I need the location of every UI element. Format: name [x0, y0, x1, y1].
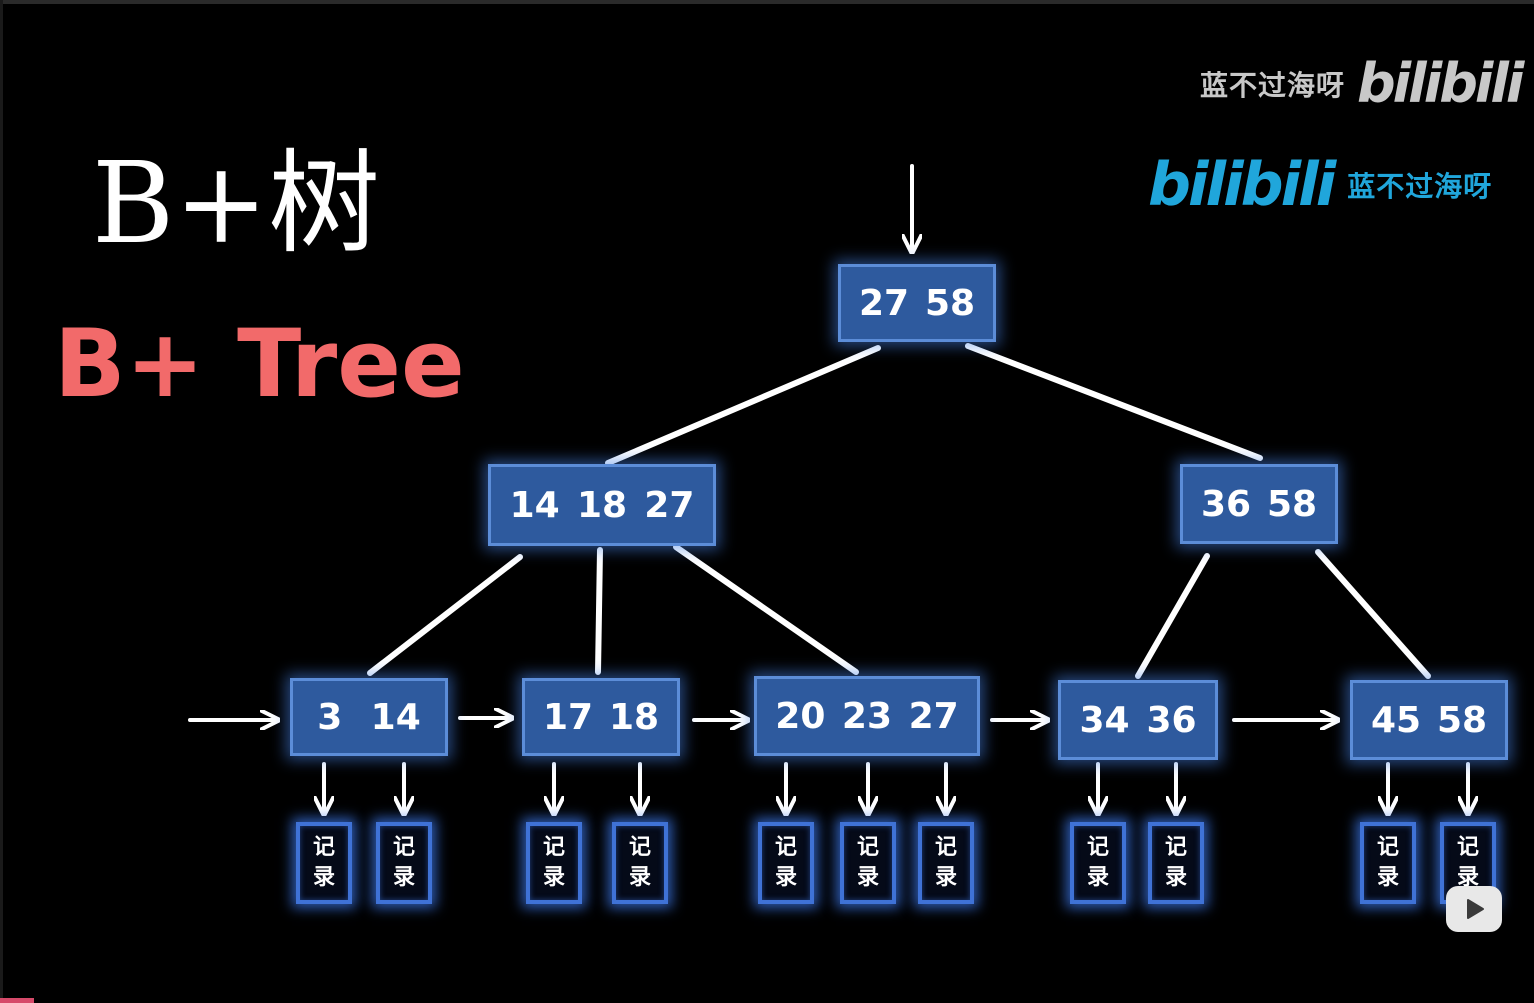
record-label-char: 录 [1164, 865, 1187, 890]
leaf-node-0-key: 14 [370, 696, 421, 738]
edge-root-internal-1 [965, 343, 1263, 461]
leaf-node-2: 20 23 27 [754, 676, 980, 756]
watermark-top: 蓝不过海呀 bilibili [1200, 52, 1524, 115]
title-english: B+ Tree [54, 310, 465, 419]
leaf-node-3-key: 34 [1079, 699, 1130, 741]
record-label-char: 记 [934, 835, 957, 860]
internal-node-1-key: 36 [1200, 483, 1252, 525]
record-label-char: 录 [1086, 865, 1109, 890]
leaf-node-2-key: 23 [841, 695, 893, 737]
record-label-char: 录 [934, 865, 957, 890]
leaf-node-4-key: 58 [1436, 699, 1488, 741]
record-label-char: 记 [774, 835, 797, 860]
record-label-char: 录 [1456, 865, 1479, 890]
leaf-node-3: 34 36 [1058, 680, 1218, 760]
root-node-key: 58 [924, 282, 976, 324]
internal-node-0-key: 27 [644, 484, 695, 526]
watermark-blue-text: 蓝不过海呀 [1347, 170, 1493, 203]
record-label-char: 录 [774, 865, 797, 890]
edge-root-internal-0 [605, 345, 881, 466]
internal-node-0-key: 18 [576, 484, 628, 526]
leaf-node-1-key: 17 [542, 696, 594, 738]
record-box: 记录 [1070, 822, 1126, 904]
play-button[interactable] [1446, 886, 1502, 932]
record-box: 记录 [526, 822, 582, 904]
record-label-char: 记 [312, 835, 335, 860]
title-chinese: B+树 [92, 139, 381, 269]
record-label-char: 记 [392, 835, 415, 860]
leaf-node-4: 45 58 [1350, 680, 1508, 760]
record-label-char: 记 [1456, 835, 1479, 860]
record-label-char: 录 [542, 865, 565, 890]
edge-internal-1-leaf-4 [1315, 549, 1431, 679]
record-label-char: 录 [392, 865, 415, 890]
top-frame-bar [0, 0, 1534, 4]
left-frame-bar [0, 0, 3, 1003]
bilibili-logo-blue: bilibili [1148, 150, 1336, 220]
edge-internal-0-leaf-0 [367, 554, 523, 676]
record-label-char: 记 [856, 835, 879, 860]
record-box: 记录 [840, 822, 896, 904]
edge-internal-0-leaf-1 [595, 547, 603, 675]
record-label-char: 记 [1086, 835, 1109, 860]
root-node: 27 58 [838, 264, 996, 342]
leaf-node-0-key: 3 [317, 696, 343, 738]
bilibili-logo-gray: bilibili [1357, 52, 1524, 115]
leaf-node-0: 3 14 [290, 678, 448, 756]
record-box: 记录 [612, 822, 668, 904]
leaf-node-1-key: 18 [608, 696, 660, 738]
record-box: 记录 [296, 822, 352, 904]
leaf-node-4-key: 45 [1370, 699, 1422, 741]
record-label-char: 记 [1164, 835, 1187, 860]
record-label-char: 记 [542, 835, 565, 860]
record-box: 记录 [918, 822, 974, 904]
internal-node-0-key: 14 [509, 484, 560, 526]
progress-indicator [0, 998, 34, 1003]
record-label-char: 录 [312, 865, 335, 890]
root-node-key: 27 [858, 282, 910, 324]
leaf-node-2-key: 27 [908, 695, 959, 737]
record-label-char: 记 [628, 835, 651, 860]
record-label-char: 录 [1376, 865, 1399, 890]
play-icon [1467, 899, 1484, 919]
record-box: 记录 [1360, 822, 1416, 904]
leaf-node-2-key: 20 [775, 695, 826, 737]
record-label-char: 录 [856, 865, 879, 890]
internal-node-1: 36 58 [1180, 464, 1338, 544]
record-label-char: 记 [1376, 835, 1399, 860]
internal-node-0: 14 18 27 [488, 464, 716, 546]
leaf-node-3-key: 36 [1146, 699, 1197, 741]
edge-internal-1-leaf-3 [1135, 553, 1210, 679]
record-box: 记录 [1148, 822, 1204, 904]
watermark-blue: bilibili 蓝不过海呀 [1148, 150, 1492, 220]
record-box: 记录 [758, 822, 814, 904]
record-box: 记录 [376, 822, 432, 904]
record-label-char: 录 [628, 865, 651, 890]
watermark-top-text: 蓝不过海呀 [1200, 68, 1346, 102]
edge-internal-0-leaf-2 [673, 544, 859, 675]
internal-node-1-key: 58 [1266, 483, 1318, 525]
